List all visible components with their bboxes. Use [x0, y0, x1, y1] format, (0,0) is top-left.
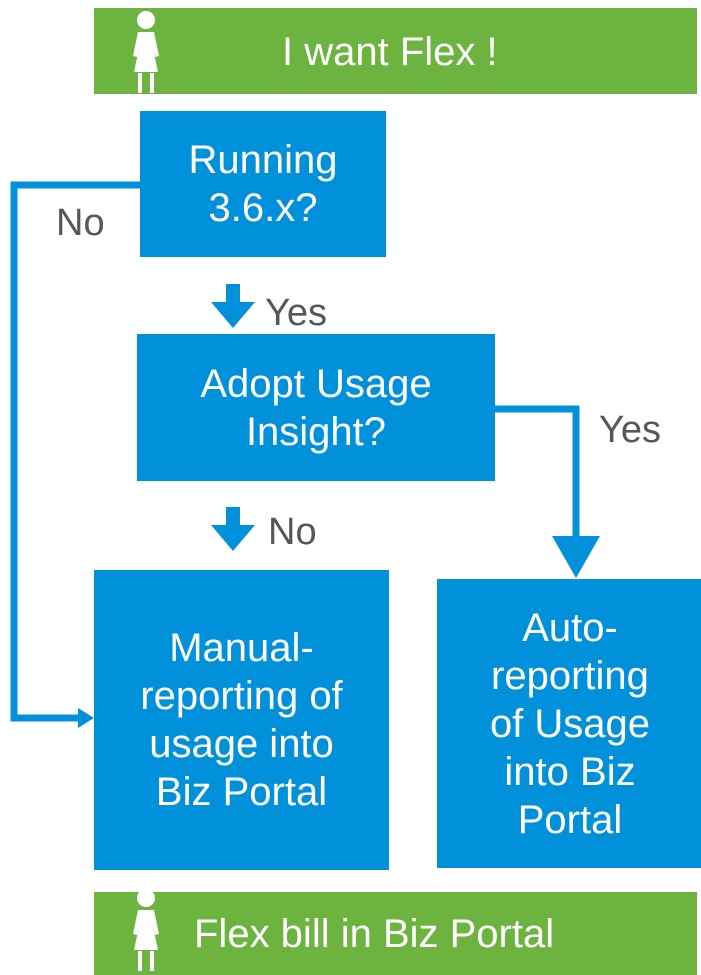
adopt-usage-insight-box: Adopt Usage Insight? [137, 334, 495, 481]
end-bar: Flex bill in Biz Portal [94, 889, 697, 975]
yes-label-right: Yes [599, 409, 661, 451]
start-bar-text: I want Flex ! [282, 30, 498, 74]
adopt-usage-insight-text: Adopt Usage Insight? [200, 361, 432, 454]
no-down-arrow [211, 507, 255, 551]
start-bar: I want Flex ! [94, 8, 697, 94]
person-icon [133, 889, 159, 971]
auto-reporting-text: Auto- reporting of Usage into Biz Portal [489, 605, 651, 842]
person-icon [133, 11, 159, 93]
no-connector-arrowhead [78, 708, 94, 728]
yes-connector-arrowhead [552, 536, 600, 578]
manual-reporting-text: Manual- reporting of usage into Biz Port… [140, 626, 343, 814]
running-version-text: Running 3.6.x? [188, 138, 338, 230]
no-label-left: No [56, 202, 105, 244]
yes-connector-line [495, 405, 580, 548]
no-label-down: No [268, 511, 317, 553]
yes-down-arrow [211, 284, 255, 328]
auto-reporting-box: Auto- reporting of Usage into Biz Portal [437, 579, 701, 868]
yes-label-down: Yes [265, 292, 327, 334]
end-bar-text: Flex bill in Biz Portal [194, 912, 555, 956]
manual-reporting-box: Manual- reporting of usage into Biz Port… [94, 570, 389, 870]
no-connector-line [10, 181, 140, 722]
running-version-box: Running 3.6.x? [140, 111, 386, 257]
